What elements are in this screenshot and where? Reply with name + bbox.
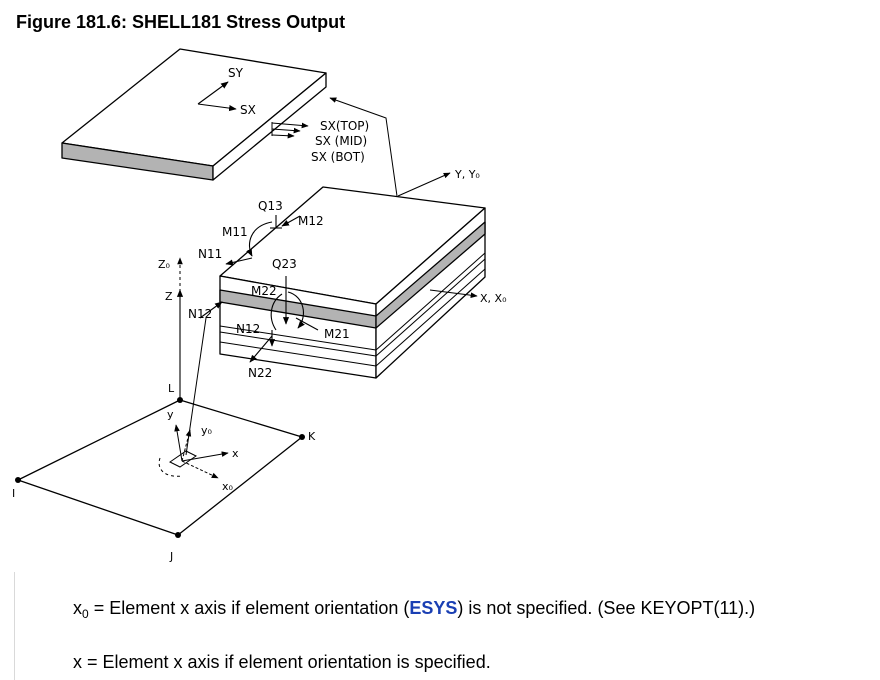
label-z: Z [165, 290, 173, 303]
top-plate-side-edge [212, 72, 327, 181]
label-n11: N11 [198, 247, 222, 261]
axis-y-arrow [397, 172, 451, 197]
node-l [177, 397, 183, 403]
top-plate [61, 48, 327, 181]
label-q23: Q23 [272, 257, 297, 271]
label-x-x0: X, X₀ [480, 292, 507, 305]
label-m11: M11 [222, 225, 248, 239]
label-m12: M12 [298, 214, 324, 228]
block-layer-lines [219, 252, 486, 367]
label-sy: SY [228, 66, 244, 80]
label-elem-x0: x₀ [222, 480, 234, 493]
note1-var: x [73, 598, 82, 618]
block-mid-layer-side [375, 221, 486, 329]
node-i [15, 477, 21, 483]
label-elem-x: x [232, 447, 239, 460]
note1-after: ) is not specified. (See KEYOPT(11).) [457, 598, 756, 618]
label-q13: Q13 [258, 199, 283, 213]
label-z0: Z₀ [158, 258, 171, 271]
layered-block [219, 186, 486, 379]
label-n12-inner: N12 [236, 322, 260, 336]
leader-block-to-plate [329, 97, 398, 197]
label-node-l: L [168, 382, 175, 395]
label-elem-y: y [167, 408, 174, 421]
label-y-y0: Y, Y₀ [454, 168, 480, 181]
label-sx-bot: SX (BOT) [311, 150, 365, 164]
esys-link[interactable]: ESYS [409, 598, 458, 618]
note-x-definition: x = Element x axis if element orientatio… [73, 652, 491, 672]
notes-section: x0 = Element x axis if element orientati… [14, 572, 880, 680]
label-node-k: K [308, 430, 316, 443]
label-elem-y0: y₀ [201, 424, 213, 437]
label-sx-top: SX(TOP) [320, 119, 369, 133]
node-k [299, 434, 305, 440]
force-moment-arrows [199, 215, 319, 363]
label-node-i: I [12, 487, 15, 500]
label-sx-mid: SX (MID) [315, 134, 367, 148]
shell181-stress-diagram: SY SX SX(TOP) SX (MID) SX (BOT) Y, Y₀ X,… [12, 48, 507, 563]
node-j [175, 532, 181, 538]
label-n12-left: N12 [188, 307, 212, 321]
note1-subscript: 0 [82, 607, 89, 621]
label-m22: M22 [251, 284, 277, 298]
note-x0-definition: x0 = Element x axis if element orientati… [73, 598, 755, 621]
sx-layer-arrows [271, 122, 309, 139]
element-local-axes [158, 424, 229, 479]
shell-element [17, 399, 303, 536]
axis-x-arrow [429, 289, 478, 298]
top-plate-axes [197, 81, 237, 112]
figure-title: Figure 181.6: SHELL181 Stress Output [16, 12, 346, 32]
label-node-j: J [169, 550, 173, 563]
label-sx: SX [240, 103, 256, 117]
note1-before: = Element x axis if element orientation … [88, 598, 410, 618]
label-m21: M21 [324, 327, 350, 341]
label-n22: N22 [248, 366, 272, 380]
